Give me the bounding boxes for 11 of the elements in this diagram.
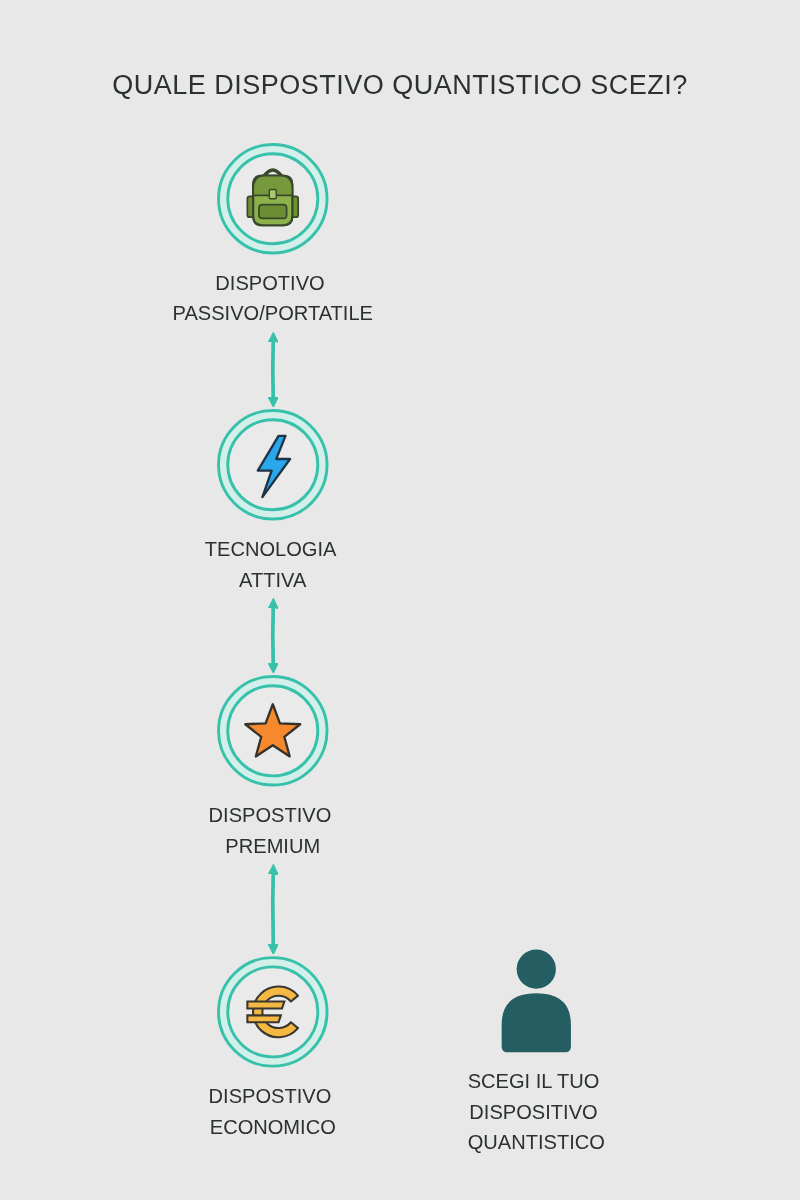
arrow: [267, 863, 279, 955]
arrow: [267, 331, 279, 408]
node-label: DISPOTIVO PASSIVO/PORTATILE: [171, 271, 374, 327]
title: QUALE DISPOSTIVO QUANTISTICO SCEZI?: [112, 70, 688, 101]
person-icon: [501, 949, 571, 1053]
node-label: DISPOSTIVO ECONOMICO: [207, 1084, 337, 1140]
node-circle: [216, 409, 329, 521]
node-label: TECNOLOGIA ATTIVA: [203, 537, 337, 593]
node-label: DISPOSTIVO PREMIUM: [207, 803, 333, 859]
arrow: [267, 597, 279, 674]
node-label: SCEGI IL TUO DISPOSITIVO QUANTISTICO: [466, 1069, 606, 1155]
